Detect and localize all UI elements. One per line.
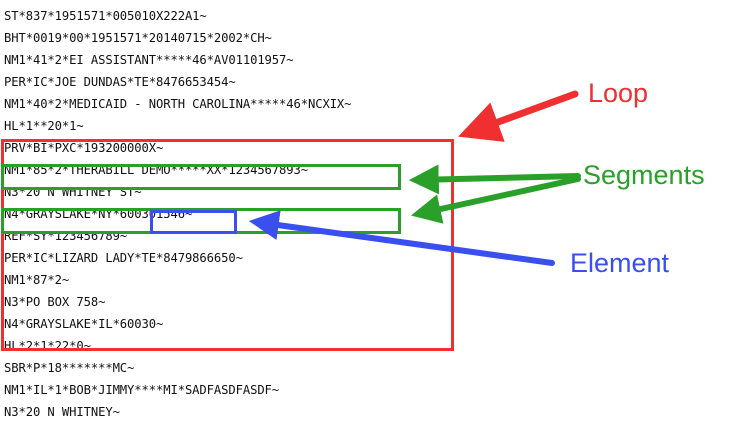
edi-line: BHT*0019*00*1951571*20140715*2002*CH~ bbox=[4, 31, 272, 45]
loop-label: Loop bbox=[588, 78, 649, 108]
edi-line: PRV*BI*PXC*193200000X~ bbox=[4, 141, 164, 155]
edi-line: HL*1**20*1~ bbox=[4, 119, 84, 133]
segment-arrow-2 bbox=[410, 176, 581, 224]
edi-line: NM1*41*2*EI ASSISTANT*****46*AV01101957~ bbox=[4, 53, 294, 67]
edi-line: N3*PO BOX 758~ bbox=[4, 295, 106, 309]
segments-label: Segments bbox=[583, 160, 705, 190]
edi-line: NM1*IL*1*BOB*JIMMY****MI*SADFASDFASDF~ bbox=[4, 383, 280, 397]
element-arrow bbox=[248, 210, 555, 266]
loop-arrow bbox=[458, 90, 579, 142]
edi-line: N3*20 N WHITNEY~ bbox=[4, 405, 120, 419]
loop-box bbox=[1, 139, 454, 351]
segment-box-1 bbox=[1, 164, 401, 190]
edi-line: PER*IC*LIZARD LADY*TE*8479866650~ bbox=[4, 251, 243, 265]
edi-line: NM1*87*2~ bbox=[4, 273, 70, 287]
edi-line: N4*GRAYSLAKE*IL*60030~ bbox=[4, 317, 164, 331]
edi-line: SBR*P*18*******MC~ bbox=[4, 361, 135, 375]
element-label: Element bbox=[570, 248, 670, 278]
edi-line: ST*837*1951571*005010X222A1~ bbox=[4, 9, 207, 23]
segment-arrow-1 bbox=[408, 164, 581, 195]
edi-line: PER*IC*JOE DUNDAS*TE*8476653454~ bbox=[4, 75, 236, 89]
edi-line: NM1*40*2*MEDICAID - NORTH CAROLINA*****4… bbox=[4, 97, 352, 111]
element-box bbox=[150, 210, 237, 234]
